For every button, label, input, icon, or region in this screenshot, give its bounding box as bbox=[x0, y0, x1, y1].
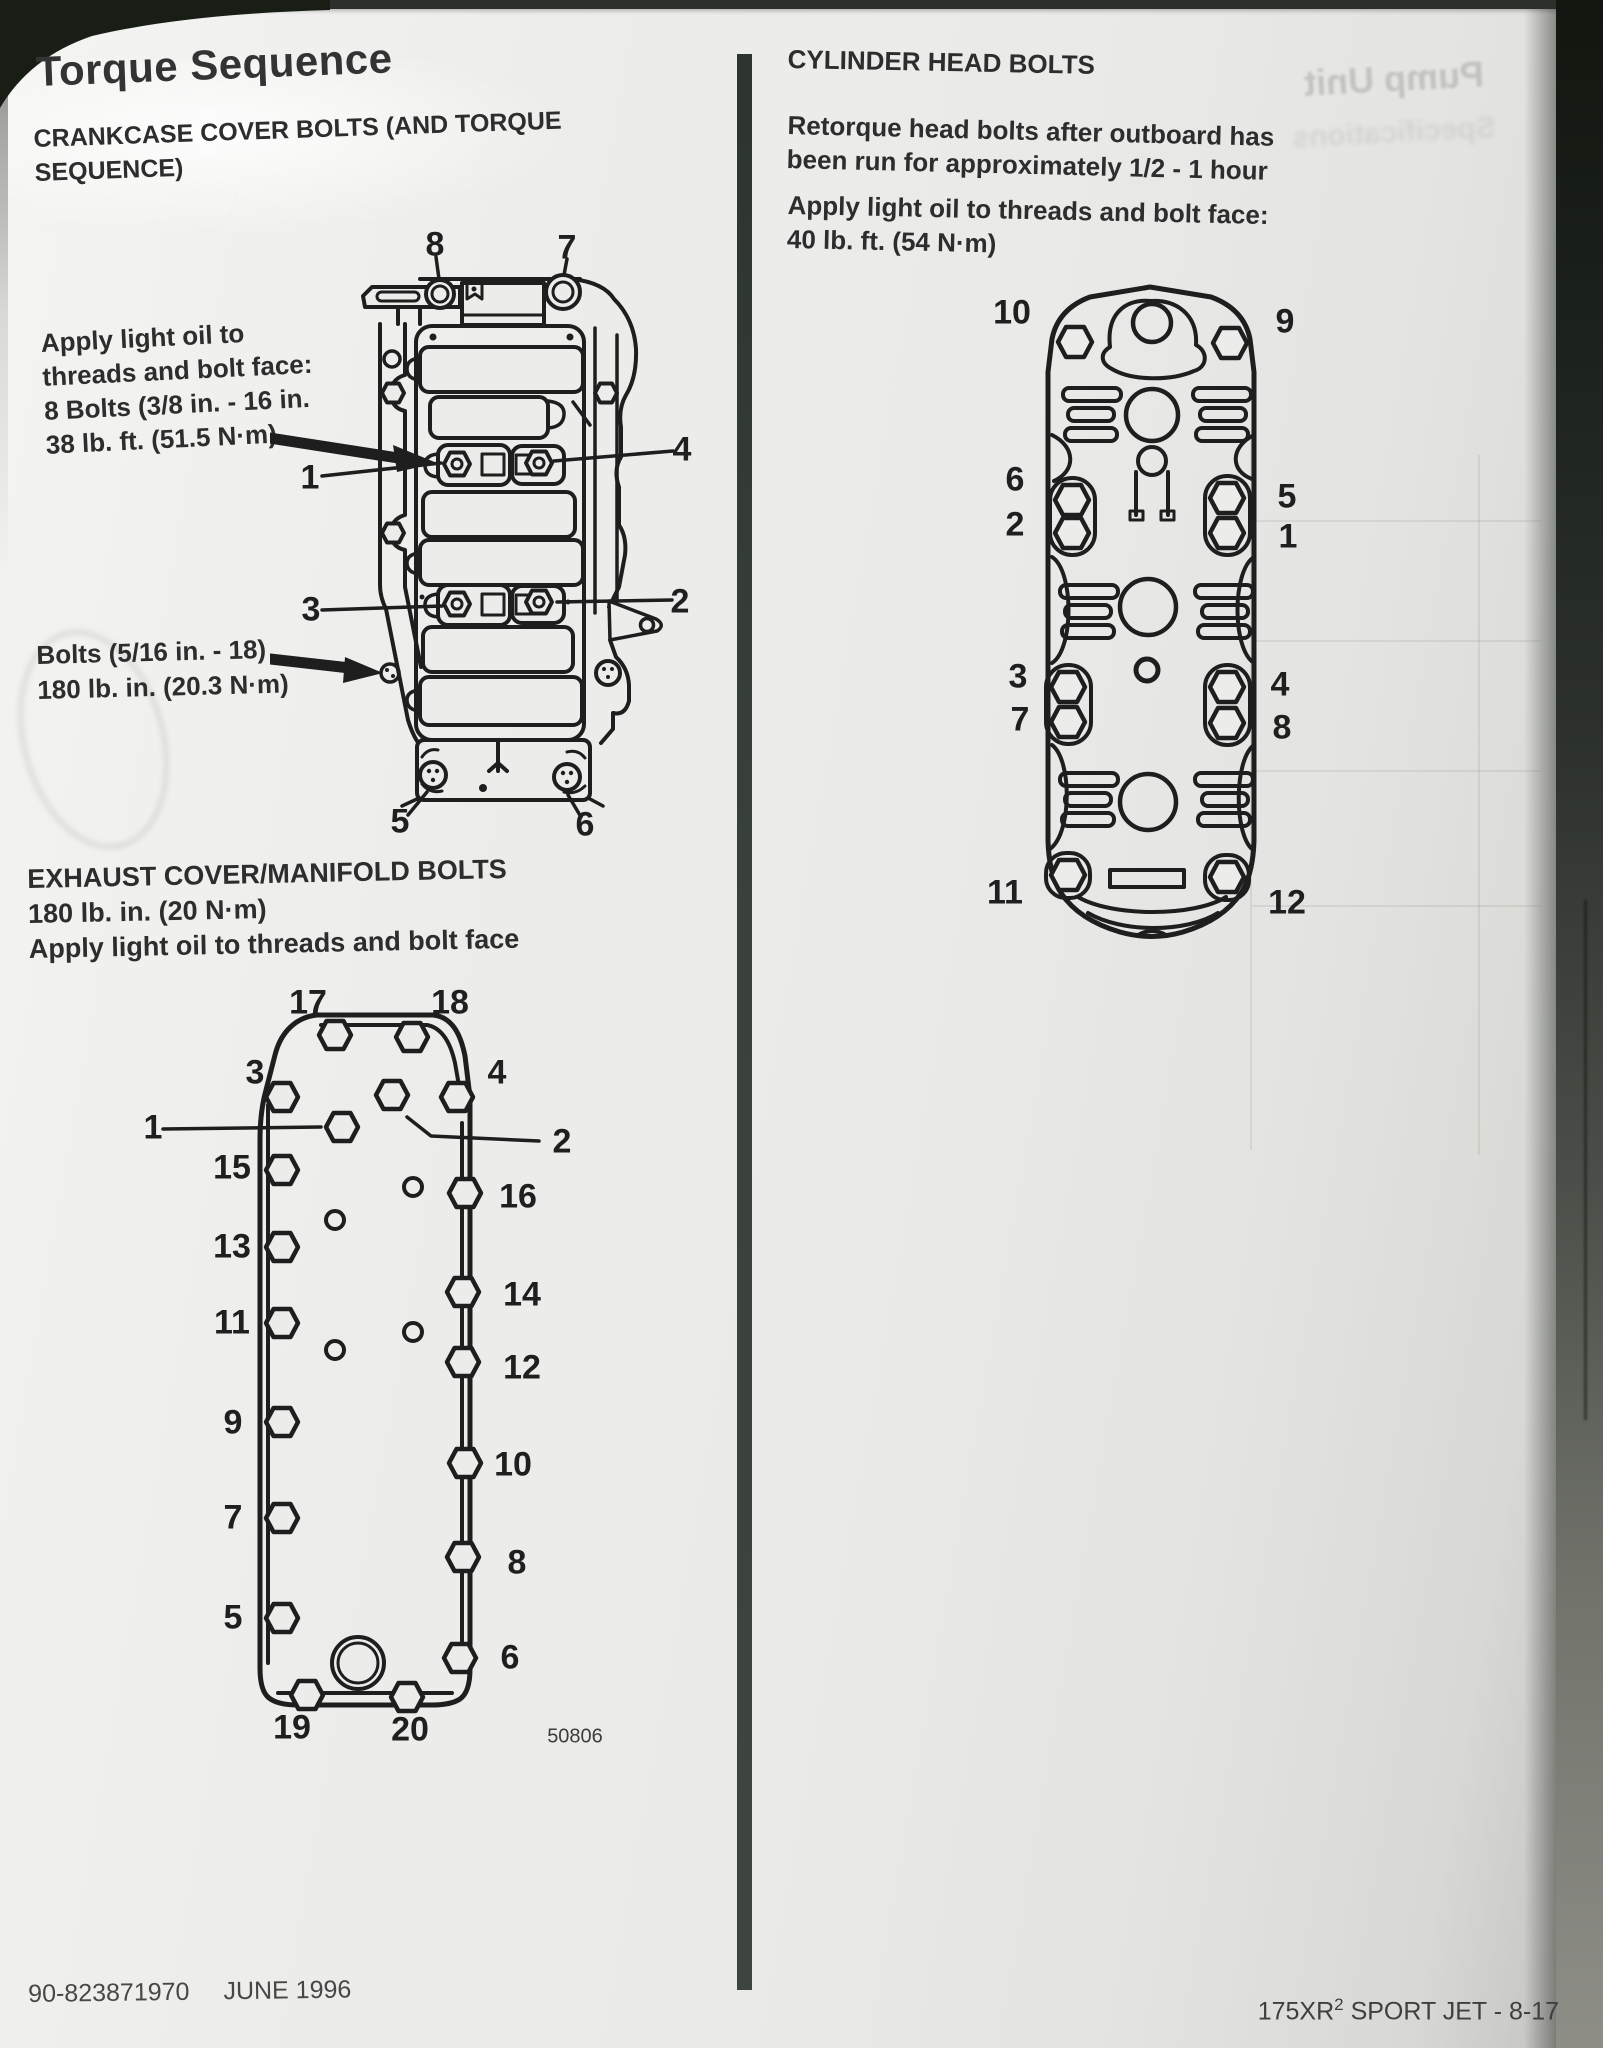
bolt-label: 6 bbox=[1005, 460, 1025, 499]
figure-number: 50806 bbox=[547, 1725, 603, 1748]
bleedthrough-table-line bbox=[1252, 640, 1542, 642]
bolt-label: 2 bbox=[1005, 505, 1025, 544]
page-edge-streak bbox=[1584, 900, 1587, 1420]
bolt-label: 7 bbox=[1010, 700, 1030, 739]
document-number: 90-823871970 bbox=[28, 1977, 190, 2008]
bolt-label: 17 bbox=[289, 983, 327, 1022]
column-divider-bar bbox=[737, 54, 752, 1990]
bolt-label: 8 bbox=[507, 1543, 527, 1582]
bleedthrough-table-line bbox=[1250, 430, 1252, 1150]
bolt-label: 4 bbox=[672, 430, 692, 469]
bolt-label: 5 bbox=[223, 1598, 243, 1637]
crankcase-small-bolts-note: Bolts (5/16 in. - 18) 180 lb. in. (20.3 … bbox=[36, 631, 289, 708]
bolt-label: 12 bbox=[503, 1348, 541, 1387]
cylinder-head-oil-note: Apply light oil to threads and bolt face… bbox=[787, 188, 1269, 266]
bolt-label: 11 bbox=[987, 873, 1023, 912]
bolt-label: 9 bbox=[223, 1403, 243, 1442]
bolt-label: 6 bbox=[500, 1638, 520, 1677]
page-glare bbox=[0, 60, 580, 240]
bleedthrough-table-line bbox=[1252, 905, 1542, 907]
bolt-label: 3 bbox=[301, 590, 321, 629]
footer-left: 90-823871970 JUNE 1996 bbox=[28, 1975, 352, 2009]
cylinder-head-retorque-note: Retorque head bolts after outboard has b… bbox=[786, 108, 1274, 188]
bolt-label: 1 bbox=[143, 1108, 163, 1147]
bolt-label: 12 bbox=[1268, 883, 1306, 922]
bleedthrough-table-line bbox=[1252, 520, 1542, 522]
page-left-edge bbox=[0, 0, 8, 900]
bolt-label: 15 bbox=[213, 1148, 251, 1187]
bolt-label: 5 bbox=[1277, 477, 1297, 516]
bolt-label: 11 bbox=[214, 1303, 250, 1342]
bolt-label: 13 bbox=[213, 1227, 251, 1266]
bolt-label: 20 bbox=[391, 1710, 429, 1749]
model-superscript: 2 bbox=[1334, 1995, 1344, 2014]
bolt-label: 4 bbox=[1270, 665, 1290, 704]
note-line: 180 lb. in. (20.3 N·m) bbox=[36, 668, 290, 705]
page-top-edge bbox=[0, 0, 1603, 9]
bolt-label: 19 bbox=[273, 1708, 311, 1747]
page-reference: SPORT JET - 8-17 bbox=[1343, 1997, 1559, 2026]
footer-right: 175XR2 SPORT JET - 8-17 bbox=[1258, 1995, 1559, 2026]
bolt-label: 4 bbox=[487, 1053, 507, 1092]
crankcase-cover-diagram bbox=[270, 255, 675, 819]
bolt-label: 3 bbox=[1008, 657, 1028, 696]
bolt-label: 8 bbox=[1272, 708, 1292, 747]
cylinder-head-diagram bbox=[1044, 284, 1257, 939]
bolt-label: 1 bbox=[300, 458, 320, 497]
bolt-label: 16 bbox=[499, 1177, 537, 1216]
bolt-label: 14 bbox=[503, 1275, 541, 1314]
bolt-label: 1 bbox=[1278, 517, 1298, 556]
page-right-edge bbox=[1556, 0, 1603, 2048]
bleedthrough-table-line bbox=[1252, 770, 1542, 772]
exhaust-section-heading: EXHAUST COVER/MANIFOLD BOLTS 180 lb. in.… bbox=[27, 852, 520, 967]
bolt-label: 10 bbox=[494, 1445, 532, 1484]
bolt-label: 8 bbox=[425, 225, 445, 264]
page-right-shadow bbox=[1524, 0, 1558, 2048]
bolt-label: 3 bbox=[245, 1053, 265, 1092]
footer-date: JUNE 1996 bbox=[223, 1975, 352, 2006]
bleedthrough-table-line bbox=[1478, 455, 1480, 1155]
bolt-label: 7 bbox=[223, 1498, 243, 1537]
bolt-label: 6 bbox=[575, 805, 595, 844]
bolt-label: 2 bbox=[670, 582, 690, 621]
bolt-label: 5 bbox=[390, 802, 410, 841]
bolt-label: 10 bbox=[993, 293, 1031, 332]
bolt-label: 18 bbox=[431, 983, 469, 1022]
bleedthrough-text-2: Specifications bbox=[1291, 110, 1497, 155]
page-corner-shadow bbox=[0, 0, 330, 108]
model-name: 175XR bbox=[1257, 1997, 1335, 2026]
bleedthrough-text: Pump Unit bbox=[1303, 53, 1485, 104]
cylinder-head-heading: CYLINDER HEAD BOLTS bbox=[787, 44, 1096, 80]
bolt-label: 2 bbox=[552, 1122, 572, 1161]
bolt-label: 7 bbox=[557, 228, 577, 267]
exhaust-cover-diagram bbox=[161, 1012, 541, 1765]
bolt-label: 9 bbox=[1275, 302, 1295, 341]
